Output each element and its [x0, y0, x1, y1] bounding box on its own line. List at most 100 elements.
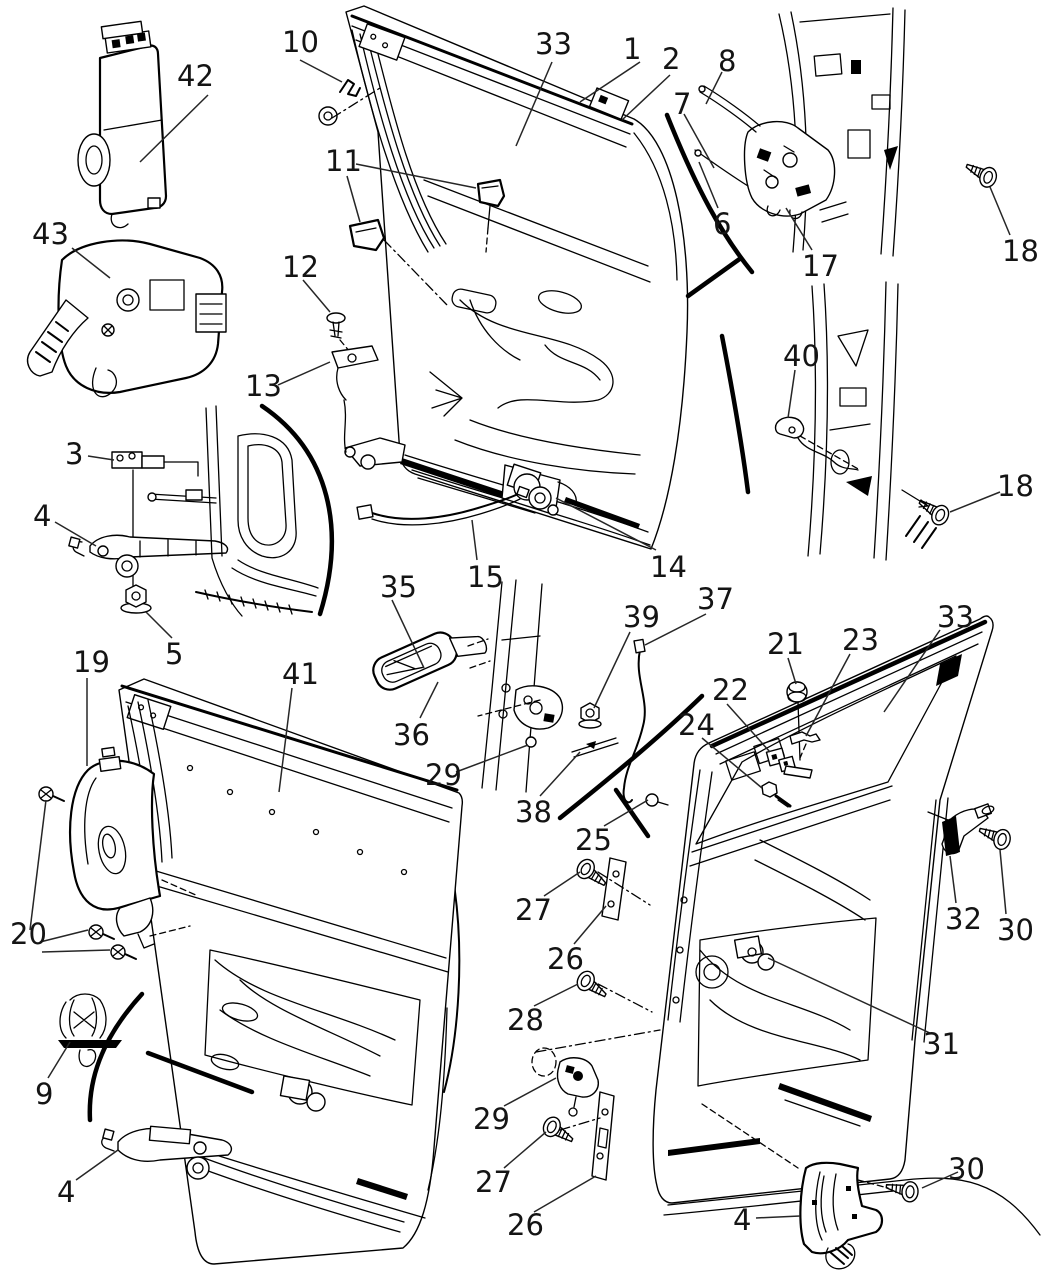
callout-28-40: 28 [507, 1003, 544, 1037]
leader-line-18-15 [949, 491, 1001, 513]
leader-line-29-23 [455, 744, 529, 773]
leader-line-6-8 [698, 161, 719, 209]
leader-line-9-36 [47, 1041, 71, 1079]
b-pillar-upper-section [778, 7, 1000, 257]
callout-41-34: 41 [282, 657, 319, 691]
hinge-bolt-30a-icon [975, 822, 1014, 852]
callout-26-39: 26 [547, 942, 584, 976]
leader-line-30-48 [921, 1171, 959, 1189]
leader-line-29-41 [503, 1077, 557, 1107]
leader-line-18-10 [989, 186, 1011, 236]
leader-line-36-22 [419, 681, 439, 719]
hinge-nut-5 [120, 584, 152, 614]
cutaway-arcs-center [431, 693, 705, 1093]
callout-33-3: 33 [535, 27, 572, 61]
callout-37-27: 37 [697, 582, 734, 616]
leader-line-40-14 [787, 369, 796, 419]
lower-hinge-bracket-4c [701, 1103, 889, 1270]
window-motor-31 [733, 935, 775, 971]
leader-line-23-31 [805, 653, 851, 737]
callout-11-11: 11 [325, 144, 362, 178]
callout-13-13: 13 [245, 369, 282, 403]
callout-36-22: 36 [393, 718, 430, 752]
leader-line-20-35 [39, 929, 89, 943]
guide-plate-26a [601, 857, 627, 921]
leader-line-21-30 [787, 657, 797, 685]
callout-25-25: 25 [575, 823, 612, 857]
leader-line-26-43 [533, 1175, 597, 1213]
outside-handle-35-36 [372, 631, 491, 691]
lock-rod-37 [622, 638, 646, 804]
callout-32-45: 32 [945, 902, 982, 936]
leader-line-37-27 [644, 613, 707, 646]
callout-18-15: 18 [997, 469, 1034, 503]
leader-line-24-29 [701, 737, 763, 789]
door-clips-and-bumpers [318, 79, 506, 453]
leader-line-4-17 [54, 521, 97, 547]
leader-line-33-3 [515, 61, 553, 147]
leader-line-39-26 [593, 631, 631, 709]
callout-35-21: 35 [380, 570, 417, 604]
latch-assembly-17 [664, 85, 836, 299]
front-edge-pillar-upper [477, 579, 564, 793]
clip-10-icon [339, 79, 361, 97]
leader-line-12-12 [302, 279, 331, 313]
callout-29-41: 29 [473, 1102, 510, 1136]
callout-1-4: 1 [623, 32, 641, 66]
callout-22-28: 22 [712, 673, 749, 707]
callout-43-1: 43 [32, 217, 69, 251]
callout-30-46: 30 [997, 913, 1034, 947]
screw-18a-icon [961, 159, 1000, 191]
sliding-door-upper [344, 5, 689, 550]
callout-42-0: 42 [177, 59, 214, 93]
clip-23-icon [789, 731, 821, 745]
leader-line-15-19 [471, 519, 478, 561]
callout-30-48: 30 [948, 1152, 985, 1186]
leader-line-8-6 [705, 71, 723, 105]
leader-line-1-4 [579, 61, 641, 103]
leader-line-7-7 [683, 113, 715, 169]
callout-7-7: 7 [673, 87, 691, 121]
callout-18-10: 18 [1002, 234, 1039, 268]
callout-23-31: 23 [842, 623, 879, 657]
bolt-27b-icon [539, 1113, 579, 1147]
door-latch-module-43 [26, 239, 227, 398]
rod-nut-39 [578, 702, 602, 729]
leader-line-10-2 [299, 59, 343, 83]
callout-15-19: 15 [467, 560, 504, 594]
leader-line-35-21 [391, 599, 425, 669]
callout-31-47: 31 [923, 1027, 960, 1061]
callout-26-43: 26 [507, 1208, 544, 1242]
bolt-24-icon [761, 781, 792, 808]
leader-line-38-24 [539, 751, 581, 797]
leader-line-4-44 [755, 1215, 801, 1219]
callout-10-2: 10 [282, 25, 319, 59]
hinge-32 [927, 803, 995, 856]
leader-line-4-37 [75, 1149, 119, 1181]
lock-actuator-29b [531, 871, 661, 1131]
leader-line-20-35 [41, 949, 111, 953]
callout-8-6: 8 [718, 44, 736, 78]
roof-bracket-cluster-21-24 [761, 681, 821, 808]
callout-19-33: 19 [73, 645, 110, 679]
leader-line-11-11 [355, 163, 477, 189]
pin-25-icon [645, 793, 669, 807]
roller-arm-4-upper [68, 534, 229, 578]
callout-40-14: 40 [783, 339, 820, 373]
callout-12-12: 12 [282, 250, 319, 284]
leader-line-27-38 [543, 871, 581, 897]
lock-actuator-42 [77, 20, 168, 229]
leader-line-27-42 [503, 1131, 547, 1169]
roller-arm-4-lower-left [101, 1125, 233, 1180]
leader-line-28-40 [533, 983, 579, 1007]
bracket-13-icon [331, 345, 379, 453]
callout-4-44: 4 [733, 1203, 751, 1237]
callout-4-37: 4 [57, 1175, 75, 1209]
callout-39-26: 39 [623, 600, 660, 634]
callout-24-29: 24 [678, 708, 715, 742]
callout-27-38: 27 [515, 893, 552, 927]
leader-line-13-13 [277, 361, 331, 386]
